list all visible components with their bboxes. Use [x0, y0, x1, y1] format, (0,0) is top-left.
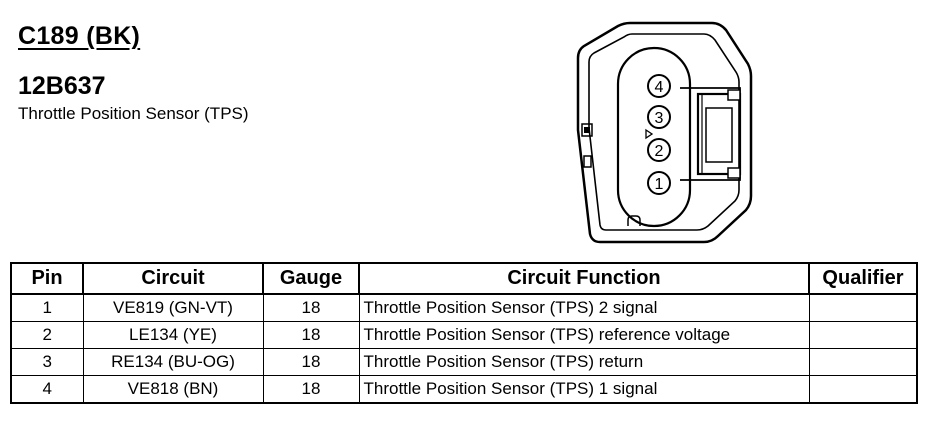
- pin-indicator-arrow: [645, 128, 654, 140]
- pin-3: 3: [647, 105, 671, 129]
- latch-notch: [627, 215, 641, 226]
- header-pin: Pin: [10, 262, 84, 295]
- cell-circuit: RE134 (BU-OG): [82, 348, 264, 376]
- cell-gauge: 18: [262, 375, 360, 404]
- cell-pin: 3: [10, 348, 84, 376]
- pin-4: 4: [647, 74, 671, 98]
- table-row: 4 VE818 (BN) 18 Throttle Position Sensor…: [10, 375, 918, 404]
- header-qualifier: Qualifier: [808, 262, 918, 295]
- table-row: 1 VE819 (GN-VT) 18 Throttle Position Sen…: [10, 293, 918, 322]
- cell-gauge: 18: [262, 293, 360, 322]
- pin-4-label: 4: [655, 79, 664, 96]
- cell-qualifier: [808, 348, 918, 376]
- polarity-marker-square: [581, 123, 593, 137]
- cell-pin: 4: [10, 375, 84, 404]
- connector-inner-outline: [588, 33, 740, 231]
- table-row: 3 RE134 (BU-OG) 18 Throttle Position Sen…: [10, 348, 918, 376]
- connector-housing-outline: [576, 21, 753, 244]
- cell-function: Throttle Position Sensor (TPS) 2 signal: [358, 293, 810, 322]
- cell-circuit: VE819 (GN-VT): [82, 293, 264, 322]
- cell-function: Throttle Position Sensor (TPS) return: [358, 348, 810, 376]
- connector-face-diagram: 4 3 2 1: [576, 21, 753, 244]
- cell-gauge: 18: [262, 348, 360, 376]
- cell-pin: 1: [10, 293, 84, 322]
- cell-function: Throttle Position Sensor (TPS) 1 signal: [358, 375, 810, 404]
- pin-table: Pin Circuit Gauge Circuit Function Quali…: [10, 262, 918, 404]
- cell-circuit: VE818 (BN): [82, 375, 264, 404]
- header-circuit-function: Circuit Function: [358, 262, 810, 295]
- cell-qualifier: [808, 293, 918, 322]
- pin-2: 2: [647, 138, 671, 162]
- cell-circuit: LE134 (YE): [82, 321, 264, 349]
- cell-pin: 2: [10, 321, 84, 349]
- polarity-marker-small: [583, 155, 592, 168]
- cell-qualifier: [808, 375, 918, 404]
- pin-3-label: 3: [655, 110, 664, 127]
- cell-qualifier: [808, 321, 918, 349]
- cell-gauge: 18: [262, 321, 360, 349]
- header-circuit: Circuit: [82, 262, 264, 295]
- table-row: 2 LE134 (YE) 18 Throttle Position Sensor…: [10, 321, 918, 349]
- header-gauge: Gauge: [262, 262, 360, 295]
- table-header-row: Pin Circuit Gauge Circuit Function Quali…: [10, 262, 918, 295]
- connector-code: C189 (BK): [18, 22, 141, 50]
- pin-1-label: 1: [655, 176, 664, 193]
- pin-2-label: 2: [655, 143, 664, 160]
- part-number: 12B637: [18, 72, 106, 100]
- cell-function: Throttle Position Sensor (TPS) reference…: [358, 321, 810, 349]
- component-name: Throttle Position Sensor (TPS): [18, 104, 249, 123]
- pin-1: 1: [647, 171, 671, 195]
- pin-cavity: [616, 46, 692, 228]
